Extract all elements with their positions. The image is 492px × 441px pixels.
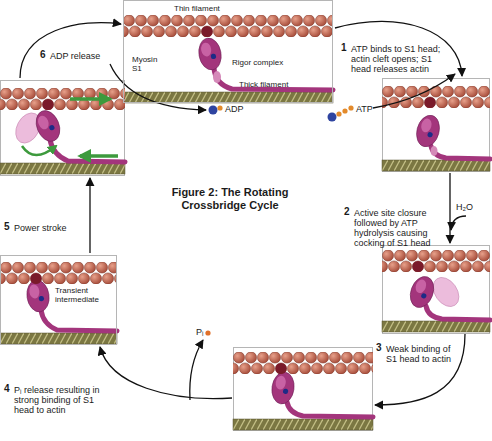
thin-filament bbox=[382, 86, 490, 108]
branch-arrow bbox=[110, 64, 206, 110]
myosin-head bbox=[406, 273, 438, 311]
rotation-arrow bbox=[22, 146, 56, 155]
molecule-label: H₂O bbox=[456, 202, 473, 212]
part-label: Thick filament bbox=[239, 80, 288, 89]
sliding-arrow bbox=[70, 97, 110, 101]
branch-arrow bbox=[451, 216, 466, 230]
rigor-panel bbox=[123, 15, 333, 103]
part-label: Transient intermediate bbox=[55, 286, 113, 304]
actin-binding-site bbox=[424, 97, 435, 108]
molecule-label: ATP bbox=[356, 104, 373, 114]
sliding-arrow bbox=[80, 154, 118, 158]
step-number: 3 bbox=[376, 343, 382, 353]
weak-binding-panel bbox=[233, 348, 373, 431]
actin-binding-site bbox=[275, 363, 286, 374]
step-description: Active site closure followed by ATP hydr… bbox=[354, 208, 438, 248]
panel-frame bbox=[383, 246, 490, 334]
figure-title: Figure 2: The Rotating Crossbridge Cycle bbox=[160, 186, 300, 212]
adp-molecule bbox=[209, 105, 223, 114]
thin-filament bbox=[0, 88, 125, 110]
myosin-tail bbox=[50, 140, 125, 162]
part-label: Thin filament bbox=[174, 4, 220, 13]
thick-filament bbox=[382, 321, 490, 332]
actin-binding-site bbox=[201, 26, 212, 37]
phosphate-molecule bbox=[205, 330, 210, 335]
molecule-label: Pᵢ bbox=[196, 327, 203, 337]
actin-binding-site bbox=[30, 273, 41, 284]
power-stroke-panel bbox=[0, 81, 125, 176]
actin-binding-site bbox=[412, 261, 423, 272]
myosin-head bbox=[196, 36, 223, 71]
panel-box: Transient intermediate bbox=[0, 255, 117, 345]
myosin-head bbox=[270, 371, 296, 406]
panel-box: Thin filamentMyosin S1 Rigor complexThick… bbox=[123, 0, 333, 103]
panel-frame bbox=[1, 81, 125, 176]
step-description: Weak binding of S1 head to actin bbox=[386, 344, 460, 364]
actin-binding-site bbox=[42, 99, 53, 110]
part-label: Rigor complex bbox=[232, 58, 283, 67]
thin-filament bbox=[233, 352, 373, 374]
thick-filament bbox=[382, 160, 490, 171]
myosin-tail bbox=[431, 146, 490, 159]
light-chain bbox=[431, 146, 438, 156]
myosin-tail bbox=[287, 402, 373, 417]
panel-frame bbox=[234, 348, 373, 431]
cocked-panel bbox=[382, 246, 490, 334]
branch-arrow bbox=[373, 74, 455, 108]
cycle-arrow bbox=[100, 347, 232, 399]
thin-filament bbox=[382, 250, 490, 272]
thick-filament bbox=[0, 163, 125, 174]
myosin-tail bbox=[41, 310, 117, 331]
step-description: ADP release bbox=[50, 51, 120, 61]
step-number: 2 bbox=[344, 207, 350, 217]
atp-molecule bbox=[328, 105, 354, 121]
strong-binding-panel bbox=[0, 262, 117, 344]
cycle-arrow bbox=[89, 178, 90, 253]
myosin-tail bbox=[214, 68, 333, 90]
cycle-arrow bbox=[375, 334, 465, 405]
myosin-head bbox=[413, 113, 443, 150]
step-description: Power stroke bbox=[14, 223, 84, 233]
part-label: Myosin S1 bbox=[132, 55, 164, 73]
light-chain bbox=[213, 71, 221, 83]
molecule-label: ADP bbox=[225, 104, 244, 114]
step-description: Pᵢ release resulting in strong binding o… bbox=[14, 385, 100, 415]
cycle-arrow bbox=[335, 21, 462, 76]
myosin-head bbox=[25, 279, 51, 314]
cycle-arrow bbox=[20, 23, 121, 78]
thin-filament bbox=[123, 15, 333, 37]
step-number: 5 bbox=[4, 222, 10, 232]
myosin-head bbox=[32, 107, 64, 145]
panel-frame bbox=[383, 79, 490, 172]
detached-panel bbox=[382, 79, 490, 172]
thin-filament bbox=[0, 262, 117, 284]
myosin-tail bbox=[426, 306, 490, 320]
step-number: 4 bbox=[4, 384, 10, 394]
thick-filament bbox=[0, 333, 117, 344]
step-number: 1 bbox=[341, 43, 347, 53]
cycle-arrow bbox=[449, 173, 450, 243]
step-description: ATP binds to S1 head; actin cleft opens;… bbox=[351, 44, 446, 74]
branch-arrow bbox=[190, 340, 203, 400]
step-number: 6 bbox=[40, 50, 46, 60]
thick-filament bbox=[233, 419, 373, 430]
cycle-arrows bbox=[20, 21, 466, 405]
